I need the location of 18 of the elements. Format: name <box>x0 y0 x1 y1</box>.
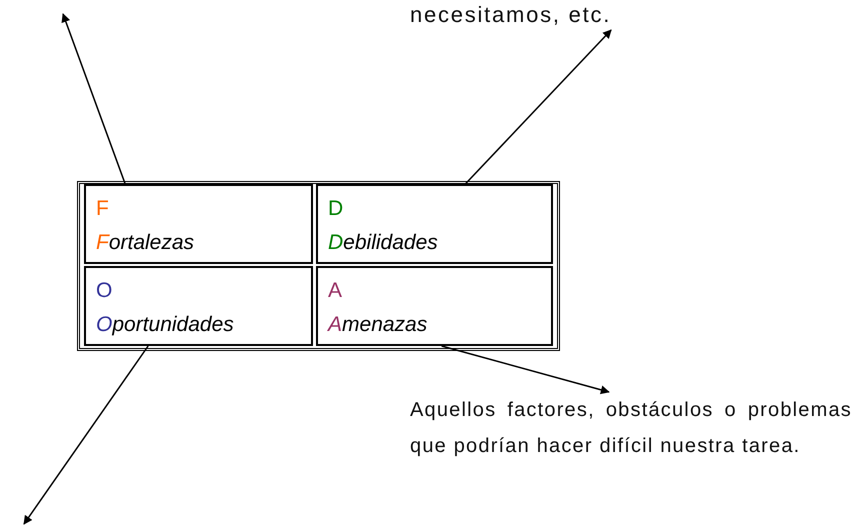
table-cell <box>316 184 553 264</box>
arrow <box>441 345 610 394</box>
cell-label: Amenazas <box>328 312 428 338</box>
note-text: necesitamos, etc. <box>410 0 612 30</box>
table-cell <box>84 266 313 346</box>
table-cell <box>84 184 313 264</box>
cell-letter: D <box>328 196 344 222</box>
cell-label: Oportunidades <box>96 312 234 338</box>
arrow <box>464 29 612 185</box>
arrow <box>23 346 149 525</box>
arrow <box>62 13 126 184</box>
cell-letter: O <box>96 278 112 304</box>
cell-label: Debilidades <box>328 230 438 256</box>
table-cell <box>316 266 553 346</box>
cell-letter: F <box>96 196 109 222</box>
cell-label: Fortalezas <box>96 230 194 256</box>
note-text: Aquellos factores, obstáculos o problemas que podrían hacer difícil nuestra tarea. <box>410 392 852 502</box>
cell-letter: A <box>328 278 342 304</box>
